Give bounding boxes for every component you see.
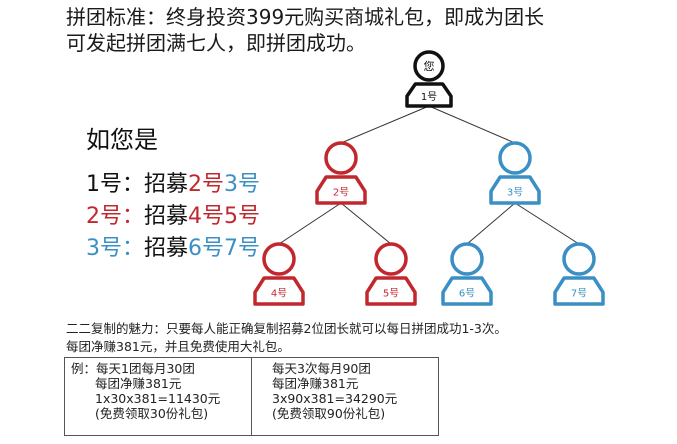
tree-edge-2-4 xyxy=(278,202,342,245)
person-head-icon xyxy=(324,141,358,175)
tree-node-2: 2号 xyxy=(315,141,367,205)
note-line-2: 每团净赚381元，并且免费使用大礼包。 xyxy=(66,339,290,354)
person-body-icon xyxy=(365,276,417,306)
legend-2-prefix: 2号： xyxy=(86,204,144,229)
legend-3-verb: 招募 xyxy=(144,236,189,261)
example-left-line-4: (免费领取30份礼包) xyxy=(95,406,209,421)
legend-2-a: 4号 xyxy=(188,204,225,229)
example-left-line-3: 1x30x381=11430元 xyxy=(95,391,221,406)
tree-edge-3-7 xyxy=(514,202,580,245)
person-head-icon xyxy=(562,242,596,276)
person-body-icon xyxy=(489,175,541,205)
intro-line-2: 可发起拼团满七人，即拼团成功。 xyxy=(66,31,366,55)
example-right-line-4: (免费领取90份礼包) xyxy=(272,406,386,421)
tree-node-6: 6号 xyxy=(441,242,493,306)
person-head-icon xyxy=(374,242,408,276)
example-table: 例：每天1团每月30团 每团净赚381元 1x30x381=11430元 (免费… xyxy=(64,357,439,436)
legend-title: 如您是 xyxy=(86,126,158,154)
person-head-icon xyxy=(498,141,532,175)
intro-text: 拼团标准：终身投资399元购买商城礼包，即成为团长 可发起拼团满七人，即拼团成功… xyxy=(66,4,666,56)
person-body-icon xyxy=(441,276,493,306)
tree-edge-1-2 xyxy=(340,105,430,144)
tree-node-7: 7号 xyxy=(553,242,605,306)
tree-node-label-3: 3号 xyxy=(507,187,523,199)
tree-node-4: 4号 xyxy=(253,242,305,306)
legend-1-a: 2号 xyxy=(188,172,225,197)
tree-node-3: 3号 xyxy=(489,141,541,205)
legend-line-2: 2号：招募4号5号 xyxy=(86,198,260,230)
legend-line-3: 3号：招募6号7号 xyxy=(86,230,260,262)
intro-line-1: 拼团标准：终身投资399元购买商城礼包，即成为团长 xyxy=(66,5,545,29)
tree-node-label-2: 2号 xyxy=(333,187,349,199)
tree-edge-3-6 xyxy=(466,202,516,245)
tree-node-label-1: 1号 xyxy=(421,91,437,103)
person-body-icon xyxy=(553,276,605,306)
person-body-icon xyxy=(315,175,367,205)
example-left-line-2: 每团净赚381元 xyxy=(95,376,182,391)
tree-node-label-4: 4号 xyxy=(271,288,287,300)
example-right: 每天3次每月90团 每团净赚381元 3x90x381=34290元 (免费领取… xyxy=(251,358,438,435)
example-left: 例：每天1团每月30团 每团净赚381元 1x30x381=11430元 (免费… xyxy=(65,358,251,435)
legend-1-verb: 招募 xyxy=(144,172,189,197)
legend-line-1: 1号：招募2号3号 xyxy=(86,166,260,198)
note-line-1: 二二复制的魅力：只要每人能正确复制招募2位团长就可以每日拼团成功1-3次。 xyxy=(66,321,507,336)
person-head-icon xyxy=(450,242,484,276)
example-right-line-1: 每天3次每月90团 xyxy=(272,361,371,376)
legend-3-a: 6号 xyxy=(188,236,225,261)
person-head-icon xyxy=(413,50,445,82)
legend-3-b: 7号 xyxy=(224,236,261,261)
tree-node-1: 1号 您 xyxy=(405,50,453,108)
tree-node-label-5: 5号 xyxy=(383,288,399,300)
legend-2-b: 5号 xyxy=(224,204,261,229)
tree-edge-1-3 xyxy=(428,105,516,144)
legend-1-b: 3号 xyxy=(224,172,261,197)
tree-node-label-7: 7号 xyxy=(571,288,587,300)
person-body-icon xyxy=(405,82,453,108)
person-head-icon xyxy=(262,242,296,276)
example-right-line-3: 3x90x381=34290元 xyxy=(272,391,398,406)
tree-node-label-6: 6号 xyxy=(459,288,475,300)
legend-1-prefix: 1号： xyxy=(86,172,144,197)
tree-edge-2-5 xyxy=(340,202,392,245)
root-avatar-text: 您 xyxy=(424,60,435,73)
legend-3-prefix: 3号： xyxy=(86,236,144,261)
person-body-icon xyxy=(253,276,305,306)
example-left-line-1: 例：每天1团每月30团 xyxy=(71,361,195,376)
tree-node-5: 5号 xyxy=(365,242,417,306)
legend-2-verb: 招募 xyxy=(144,204,189,229)
example-right-line-2: 每团净赚381元 xyxy=(272,376,359,391)
